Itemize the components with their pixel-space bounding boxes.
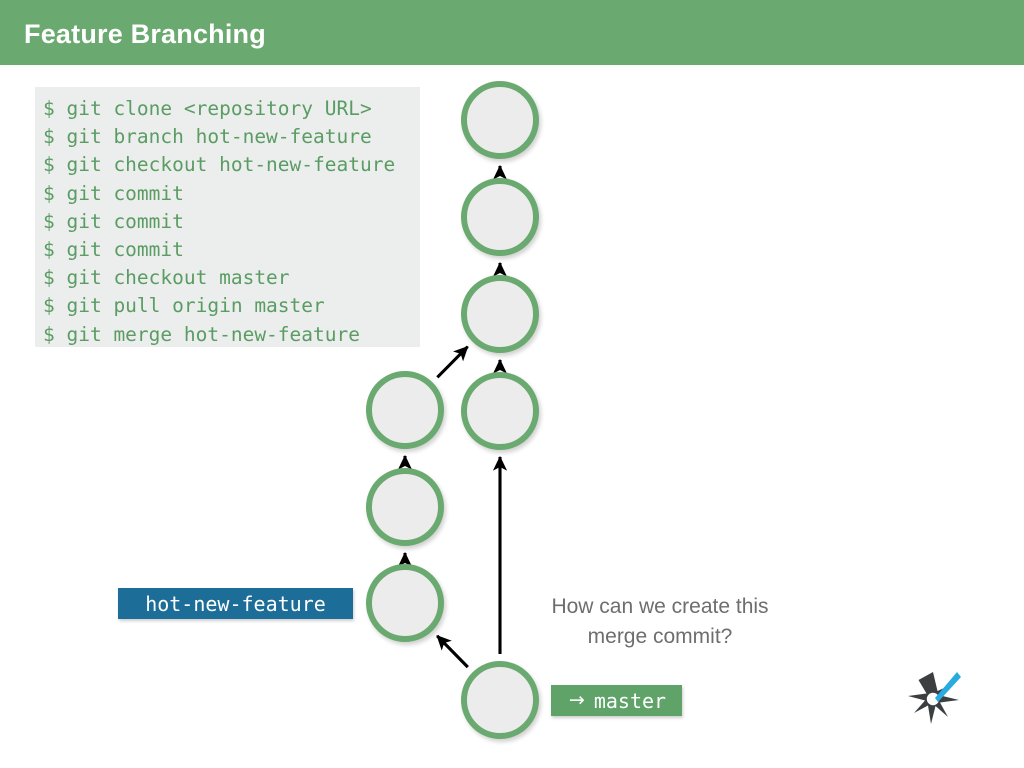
code-line: $ git clone <repository URL> — [43, 97, 372, 120]
arrow-right-icon: → — [568, 689, 585, 711]
commit-node[interactable] — [461, 178, 539, 256]
commit-node[interactable] — [366, 468, 444, 546]
branch-label-master[interactable]: → master — [551, 685, 682, 716]
branch-label-hot-new-feature[interactable]: hot-new-feature — [118, 588, 353, 619]
commit-node[interactable] — [366, 564, 444, 642]
code-line: $ git merge hot-new-feature — [43, 322, 360, 346]
branch-label-text: master — [593, 688, 667, 713]
header-bar — [0, 0, 1024, 65]
question-text: How can we create this merge commit? — [500, 592, 820, 652]
code-block: $ git clone <repository URL> $ git branc… — [35, 87, 420, 347]
accent-streak — [935, 672, 961, 702]
code-line: $ git checkout hot-new-feature — [43, 153, 396, 177]
commit-node[interactable] — [461, 81, 539, 159]
question-line-1: How can we create this — [551, 595, 769, 618]
commit-node[interactable] — [461, 275, 539, 353]
code-line: $ git checkout master — [43, 266, 290, 290]
starburst-logo — [908, 672, 961, 724]
code-line: $ git commit — [43, 181, 184, 205]
commit-node[interactable] — [461, 661, 539, 739]
code-line: $ git commit — [43, 238, 184, 262]
starburst-shape — [908, 672, 959, 724]
code-line: $ git branch hot-new-feature — [43, 125, 372, 149]
commit-edge — [436, 634, 469, 669]
code-line: $ git commit — [43, 209, 184, 233]
commit-edge — [436, 345, 469, 379]
question-line-2: merge commit? — [587, 625, 733, 648]
commit-node[interactable] — [461, 372, 539, 450]
page-title: Feature Branching — [24, 19, 266, 49]
commit-node[interactable] — [366, 371, 444, 449]
branch-label-text: hot-new-feature — [145, 591, 326, 616]
code-line: $ git pull origin master — [43, 294, 325, 318]
